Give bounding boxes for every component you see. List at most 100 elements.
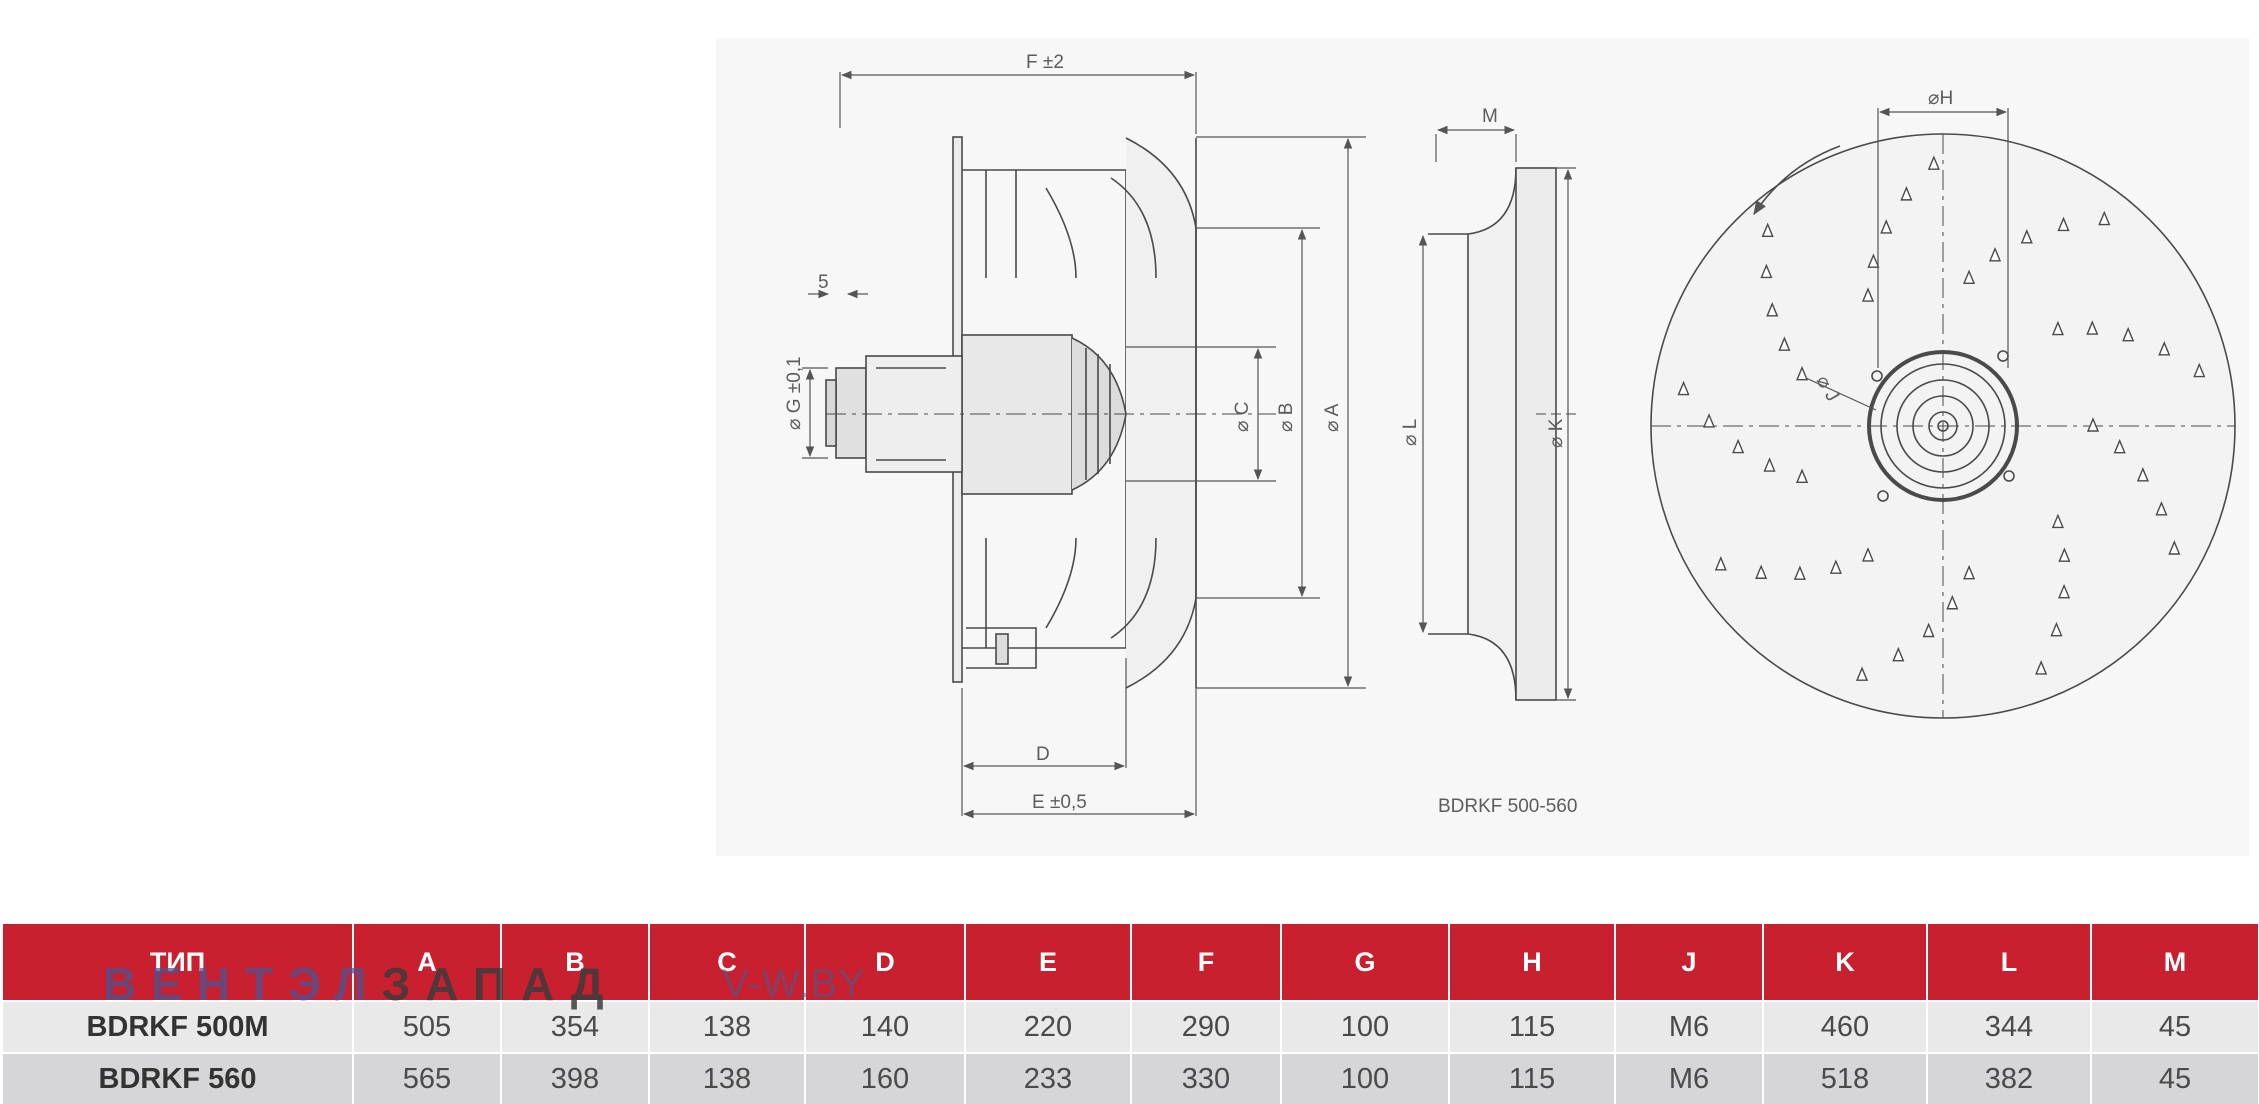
col-header-c: C — [649, 924, 806, 1001]
blade-tip-mark — [2168, 540, 2181, 555]
blade-tip-mark — [1946, 594, 1959, 610]
col-header-e: E — [965, 924, 1132, 1001]
side-view — [825, 136, 1276, 689]
blade-tip-mark — [2057, 216, 2070, 232]
col-header-f: F — [1131, 924, 1282, 1001]
blade-tip-mark — [2035, 660, 2048, 675]
blade-tip-mark — [1763, 457, 1776, 472]
cell-h: 115 — [1449, 1052, 1616, 1104]
cell-m: 45 — [2091, 999, 2259, 1054]
blade-tip-mark — [1922, 622, 1935, 638]
model-caption: BDRKF 500-560 — [1438, 796, 1577, 817]
cell-type: BDRKF 500M — [3, 999, 354, 1054]
inlet-ring-view — [1428, 167, 1576, 701]
table-row: BDRKF 560 565 398 138 160 233 330 100 11… — [3, 1052, 2259, 1104]
blade-tip-mark — [1760, 263, 1773, 279]
blade-tip-mark — [1677, 380, 1690, 396]
cell-j: M6 — [1615, 1052, 1764, 1104]
blade-tip-mark — [1829, 559, 1842, 574]
cell-d: 140 — [805, 999, 966, 1054]
blade-tip-mark — [1755, 564, 1768, 579]
cell-l: 344 — [1927, 999, 2092, 1054]
technical-drawing: F ±2 5 ⌀ G ±0,1 ⌀ C ⌀ B ⌀ A D E ±0,5 — [716, 38, 2249, 856]
blade-tip-mark — [2155, 501, 2168, 516]
blade-tip-mark — [1861, 287, 1875, 302]
spec-table: ТИП A B C D E F G H J K L M BDRKF 500M 5… — [3, 924, 2259, 1104]
side-view-dimensions — [802, 70, 1366, 819]
blade-tip-mark — [2193, 362, 2206, 378]
dim-k-label: ⌀ K — [1546, 418, 1567, 448]
blade-tip-mark — [1778, 336, 1791, 351]
blade-tip-mark — [1761, 222, 1774, 237]
blade-tip-mark — [1963, 269, 1976, 284]
dim-b-label: ⌀ B — [1276, 403, 1297, 432]
blade-tip-mark — [2158, 340, 2171, 356]
dim-c-label: ⌀ C — [1232, 402, 1253, 432]
blade-tip-mark — [2051, 513, 2064, 529]
cell-b: 354 — [501, 999, 650, 1054]
cell-g: 100 — [1281, 999, 1450, 1054]
dim-e-label: E ±0,5 — [1032, 792, 1087, 813]
blade-tip-mark — [2086, 320, 2099, 335]
blade-tip-mark — [2051, 320, 2064, 336]
dim-5-label: 5 — [818, 272, 829, 293]
col-header-j: J — [1615, 924, 1764, 1001]
cell-e: 220 — [965, 999, 1132, 1054]
cell-h: 115 — [1449, 999, 1616, 1054]
cell-b: 398 — [501, 1052, 650, 1104]
blade-tip-mark — [1900, 186, 1913, 201]
cell-k: 518 — [1763, 1052, 1928, 1104]
blade-tip-mark — [2050, 621, 2063, 637]
col-header-k: K — [1763, 924, 1928, 1001]
blade-tip-mark — [1988, 246, 2002, 262]
blade-tip-mark — [1732, 438, 1745, 454]
cell-a: 565 — [353, 1052, 502, 1104]
table-header-row: ТИП A B C D E F G H J K L M — [3, 924, 2259, 1001]
blade-tip-mark — [1855, 666, 1869, 681]
cell-f: 290 — [1131, 999, 1282, 1054]
col-header-a: A — [353, 924, 502, 1001]
front-view — [1650, 133, 2236, 719]
blade-tip-mark — [2058, 583, 2071, 599]
blade-tip-mark — [1766, 301, 1779, 317]
col-header-b: B — [501, 924, 650, 1001]
cell-c: 138 — [649, 999, 806, 1054]
blade-tip-mark — [1963, 564, 1976, 580]
blade-tip-mark — [2098, 210, 2111, 226]
blade-tip-mark — [1793, 565, 1806, 580]
cell-e: 233 — [965, 1052, 1132, 1104]
dim-h-label: ⌀H — [1928, 88, 1953, 109]
dim-a-label: ⌀ A — [1322, 403, 1343, 432]
cell-k: 460 — [1763, 999, 1928, 1054]
blade-tip-mark — [1702, 413, 1716, 428]
cell-f: 330 — [1131, 1052, 1282, 1104]
blade-tip-mark — [2058, 547, 2071, 562]
cell-d: 160 — [805, 1052, 966, 1104]
col-header-g: G — [1281, 924, 1450, 1001]
inlet-ring-labels: M ⌀ L ⌀ K — [1400, 106, 1567, 448]
blade-tip-mark — [2122, 326, 2135, 342]
inlet-ring-dimensions — [1418, 125, 1576, 701]
blade-tip-mark — [1796, 365, 1809, 381]
cell-c: 138 — [649, 1052, 806, 1104]
blade-tip-mark — [1880, 219, 1893, 234]
blade-tip-mark — [1892, 646, 1905, 662]
front-view-dimensions — [1805, 107, 2009, 411]
dim-l-label: ⌀ L — [1400, 419, 1421, 446]
blade-tip-mark — [1796, 468, 1809, 484]
cell-g: 100 — [1281, 1052, 1450, 1104]
col-header-m: M — [2091, 924, 2259, 1001]
col-header-h: H — [1449, 924, 1616, 1001]
cell-type: BDRKF 560 — [3, 1052, 354, 1104]
dim-f-label: F ±2 — [1026, 52, 1064, 73]
blade-tip-mark — [1927, 155, 1940, 170]
blade-tip-mark — [2113, 438, 2126, 454]
blade-tip-mark — [1714, 556, 1727, 571]
dim-g-label: ⌀ G ±0,1 — [784, 356, 805, 430]
col-header-d: D — [805, 924, 966, 1001]
blade-tip-mark — [2086, 417, 2100, 432]
dim-m-label: M — [1482, 106, 1498, 127]
cell-a: 505 — [353, 999, 502, 1054]
cell-j: M6 — [1615, 999, 1764, 1054]
blade-tip-mark — [2020, 228, 2033, 244]
